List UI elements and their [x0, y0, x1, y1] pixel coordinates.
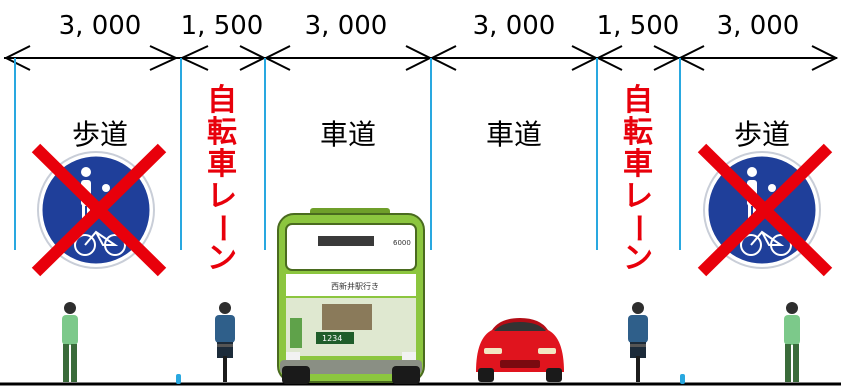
dimension-left-roadway: 3, 000: [305, 11, 388, 41]
left-bike-lane-char: 転: [207, 115, 237, 150]
dimension-arrows: [3, 45, 839, 71]
right-bike-lane-char: 車: [623, 147, 653, 182]
cyclist-icon: [215, 302, 235, 382]
left-curb-marker: [176, 374, 181, 384]
pedestrian-icon: [62, 302, 78, 382]
left-bike-lane-label: 自 転 車 レ ー ン: [204, 83, 239, 276]
bus-route-number: 6000: [393, 239, 411, 247]
right-bike-lane-char: レ: [623, 179, 653, 214]
left-roadway-label: 車道: [320, 118, 376, 151]
left-bike-lane-char: ン: [207, 241, 237, 276]
no-pedestrian-bicycle-sign-icon: [31, 143, 167, 277]
right-bike-lane-char: ン: [623, 241, 653, 276]
right-curb-marker: [680, 374, 685, 384]
pedestrian-icon: [784, 302, 800, 382]
left-sidewalk-label: 歩道: [72, 118, 128, 151]
bus-destination-sign: 西新井駅行き: [331, 281, 379, 291]
cyclist-icon: [628, 302, 648, 382]
no-pedestrian-bicycle-sign-icon: [697, 143, 833, 277]
dimension-left-sidewalk: 3, 000: [59, 11, 142, 41]
left-bike-lane-char: 自: [207, 83, 237, 118]
right-bike-lane-char: 自: [623, 83, 653, 118]
dimension-right-roadway: 3, 000: [473, 11, 556, 41]
right-bike-lane-char: ー: [620, 213, 655, 243]
dimension-right-sidewalk: 3, 000: [717, 11, 800, 41]
dimension-left-bike-lane: 1, 500: [181, 11, 264, 41]
left-bike-lane-char: 車: [207, 147, 237, 182]
right-sidewalk-label: 歩道: [734, 118, 790, 151]
zone-dividers: [14, 58, 681, 250]
car-front-view: [476, 318, 564, 382]
dimension-right-bike-lane: 1, 500: [597, 11, 680, 41]
right-roadway-label: 車道: [486, 118, 542, 151]
right-bike-lane-char: 転: [623, 115, 653, 150]
right-bike-lane-label: 自 転 車 レ ー ン: [620, 83, 655, 276]
left-bike-lane-char: ー: [204, 213, 239, 243]
bus-license-plate: 1234: [322, 334, 342, 343]
left-bike-lane-char: レ: [207, 179, 237, 214]
bus-destination-window: [318, 236, 374, 246]
bus-rear-view: 6000 西新井駅行き 1234: [277, 208, 425, 384]
bus-advertisement: [322, 304, 372, 330]
